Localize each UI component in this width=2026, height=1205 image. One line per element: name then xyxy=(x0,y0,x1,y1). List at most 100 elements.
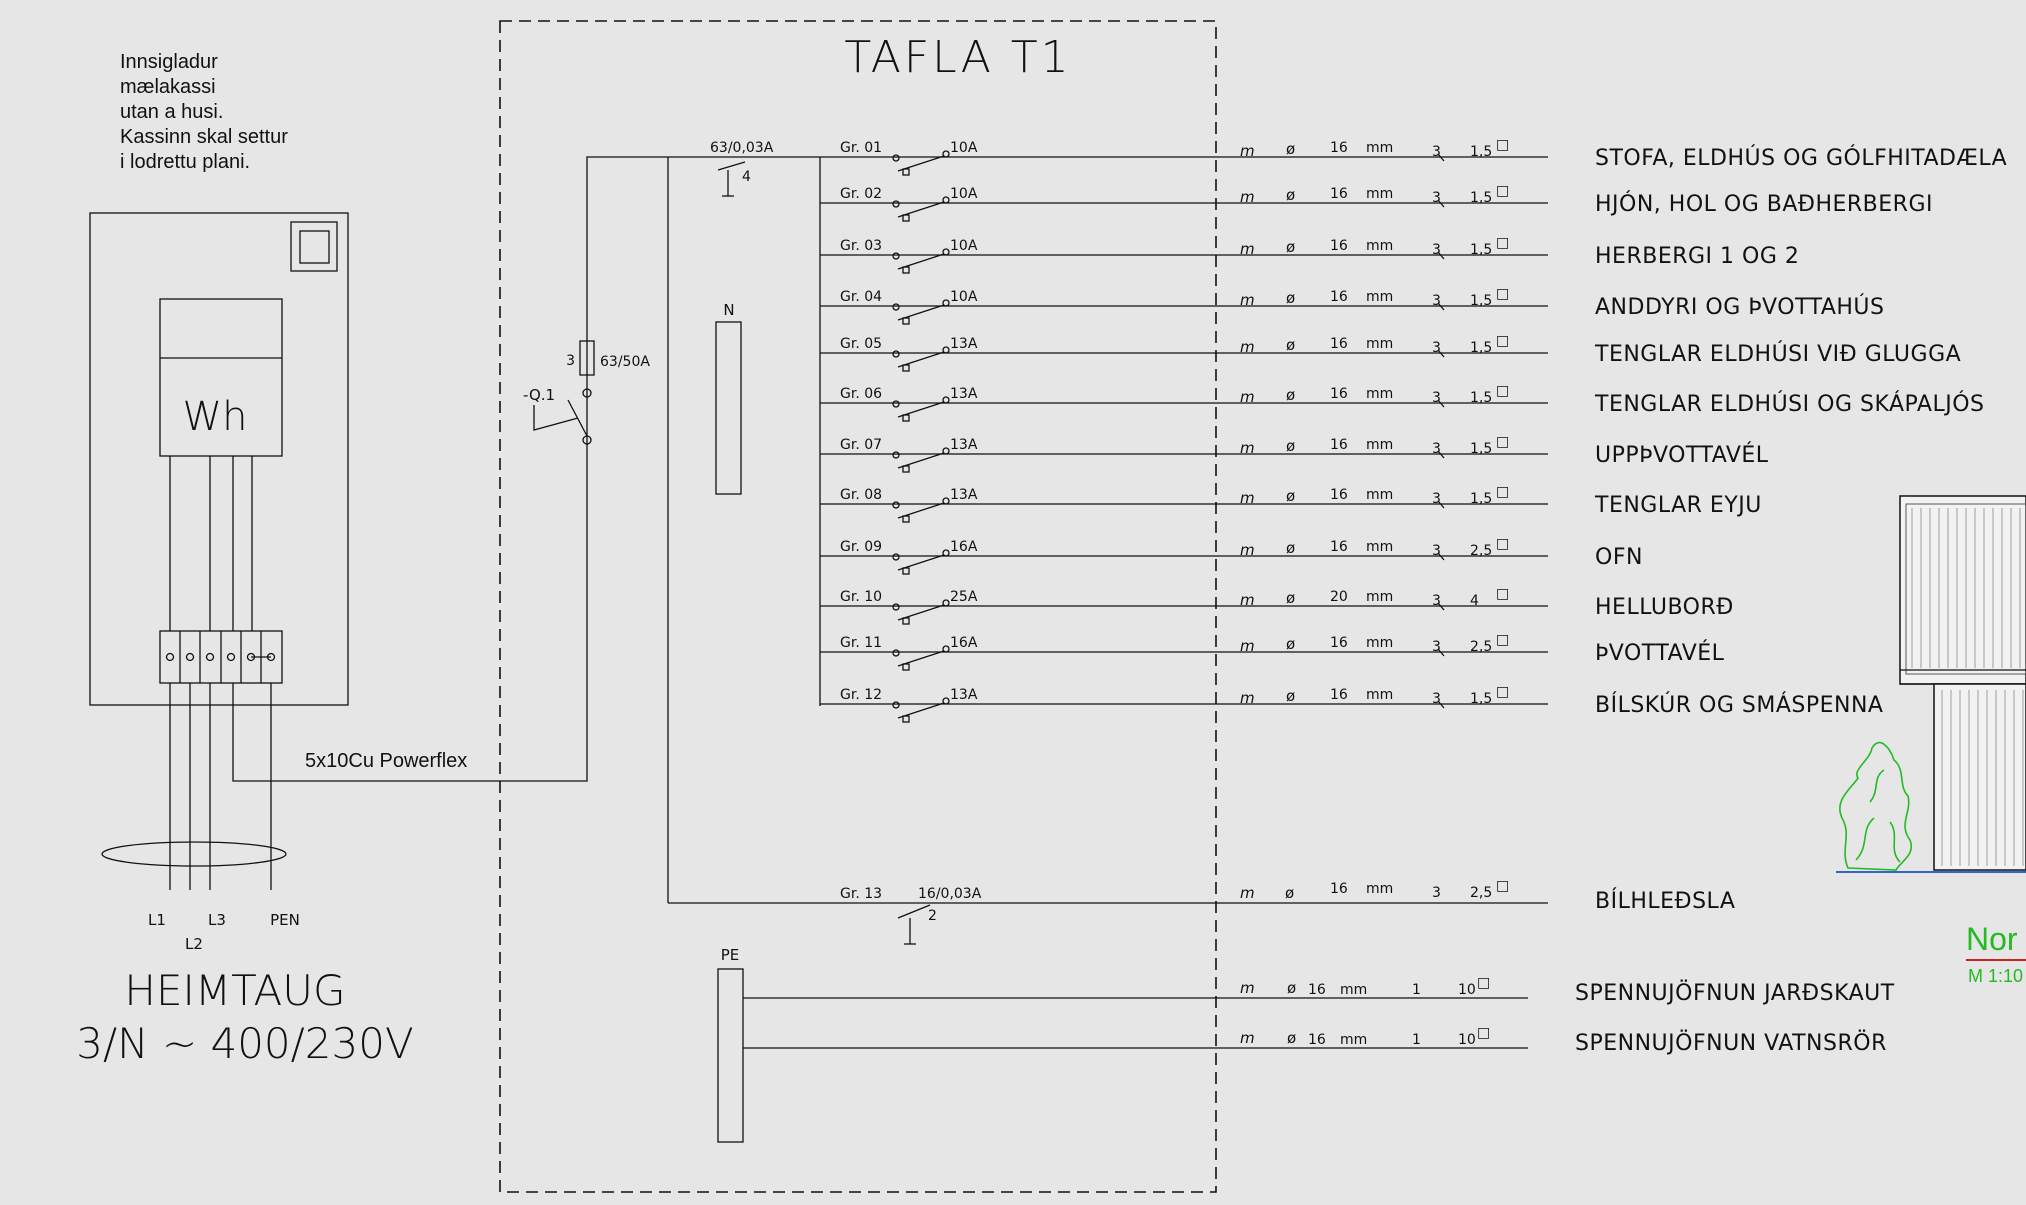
cable-cores: 3 xyxy=(1432,390,1441,406)
breaker-contact-in xyxy=(892,303,900,311)
cable-unit: mm xyxy=(1366,238,1393,254)
breaker-trip xyxy=(902,414,910,422)
cable-sq: □ xyxy=(1496,434,1509,450)
cores-tick xyxy=(1437,153,1445,162)
circuit-group: Gr. 04 xyxy=(840,289,882,305)
breaker-rating: 13A xyxy=(950,687,978,703)
cable-cross: 1,5 xyxy=(1470,691,1492,707)
car-group: Gr. 13 xyxy=(840,886,882,902)
breaker-trip xyxy=(902,567,910,575)
cable-conduit: ø xyxy=(1286,238,1295,256)
circuit-description: ÞVOTTAVÉL xyxy=(1595,640,1725,666)
equi-1-install: m xyxy=(1240,979,1255,997)
equi-2-cross: 10 xyxy=(1458,1032,1476,1048)
cable-cross: 1,5 xyxy=(1470,293,1492,309)
main-fuse xyxy=(579,340,595,376)
meter-note-line-3: utan a husi. xyxy=(120,101,223,123)
equi-2-sq: □ xyxy=(1477,1025,1490,1041)
breaker-rating: 13A xyxy=(950,487,978,503)
cable-cross: 1,5 xyxy=(1470,491,1492,507)
breaker-trip xyxy=(902,465,910,473)
cable-install: m xyxy=(1240,591,1255,609)
cable-size: 16 xyxy=(1330,238,1348,254)
phase-label-pen: PEN xyxy=(270,911,300,929)
cable-cores: 3 xyxy=(1432,593,1441,609)
circuit-group: Gr. 01 xyxy=(840,140,882,156)
circuit-group: Gr. 11 xyxy=(840,635,882,651)
cable-bundle-ring xyxy=(101,841,287,867)
main-fuse-poles: 3 xyxy=(566,353,575,369)
circuit-group: Gr. 06 xyxy=(840,386,882,402)
breaker-contact-in xyxy=(892,501,900,509)
breaker-contact-out xyxy=(942,150,950,158)
cores-tick xyxy=(1437,648,1445,657)
meter-box-seal-outer xyxy=(290,221,338,272)
cores-tick xyxy=(1437,399,1445,408)
cable-install: m xyxy=(1240,489,1255,507)
breaker-contact-in xyxy=(892,701,900,709)
cable-install: m xyxy=(1240,338,1255,356)
circuit-description: STOFA, ELDHÚS OG GÓLFHITADÆLA xyxy=(1595,145,2007,171)
equi-2-conduit: ø xyxy=(1287,1029,1296,1047)
cable-size: 20 xyxy=(1330,589,1348,605)
cable-install: m xyxy=(1240,637,1255,655)
cable-size: 16 xyxy=(1330,289,1348,305)
cable-install: m xyxy=(1240,240,1255,258)
breaker-contact-out xyxy=(942,248,950,256)
breaker-rating: 10A xyxy=(950,140,978,156)
breaker-trip xyxy=(902,364,910,372)
meter-note-line-1: Innsigladur xyxy=(120,51,218,73)
car-conduit: ø xyxy=(1285,884,1294,902)
circuit-group: Gr. 05 xyxy=(840,336,882,352)
breaker-trip xyxy=(902,715,910,723)
circuit-group: Gr. 03 xyxy=(840,238,882,254)
car-rcd-contact xyxy=(897,904,931,919)
breaker-contact-out xyxy=(942,196,950,204)
circuit-group: Gr. 09 xyxy=(840,539,882,555)
cable-cross: 2,5 xyxy=(1470,543,1492,559)
breaker-rating: 13A xyxy=(950,386,978,402)
breaker-rating: 16A xyxy=(950,635,978,651)
phase-label-l3: L3 xyxy=(208,911,226,929)
cable-label: 5x10Cu Powerflex xyxy=(305,750,467,772)
elevation-upper-wall xyxy=(1899,495,2026,685)
cable-conduit: ø xyxy=(1286,186,1295,204)
cable-conduit: ø xyxy=(1286,289,1295,307)
circuit-description: TENGLAR EYJU xyxy=(1594,493,1762,518)
breaker-rating: 16A xyxy=(950,539,978,555)
breaker-contact-out xyxy=(942,346,950,354)
rcd-main-poles: 4 xyxy=(742,169,751,185)
elevation-cladding-lower xyxy=(1941,690,2024,866)
cable-sq: □ xyxy=(1496,333,1509,349)
breaker-contact-out xyxy=(942,697,950,705)
breaker-contact-in xyxy=(892,350,900,358)
circuit-description: TENGLAR ELDHÚSI VIÐ GLUGGA xyxy=(1594,341,1961,367)
cable-sq: □ xyxy=(1496,137,1509,153)
cable-install: m xyxy=(1240,439,1255,457)
rcd-main-rating: 63/0,03A xyxy=(710,140,774,156)
energy-meter-label: Wh xyxy=(183,394,248,440)
breaker-contact-out xyxy=(942,645,950,653)
equi-1-desc: SPENNUJÖFNUN JARÐSKAUT xyxy=(1575,980,1895,1006)
breaker-rating: 13A xyxy=(950,336,978,352)
cable-sq: □ xyxy=(1496,536,1509,552)
cores-tick xyxy=(1437,700,1445,709)
car-cross: 2,5 xyxy=(1470,885,1492,901)
equipotential-rows: m ø 16 mm 1 10 □ SPENNUJÖFNUN JARÐSKAUT … xyxy=(743,975,1895,1056)
equi-2-desc: SPENNUJÖFNUN VATNSRÖR xyxy=(1575,1030,1887,1056)
cable-cross: 1,5 xyxy=(1470,340,1492,356)
powerflex-feed xyxy=(232,388,588,782)
tree-icon xyxy=(1839,741,1913,871)
cable-cores: 3 xyxy=(1432,543,1441,559)
cable-cores: 3 xyxy=(1432,293,1441,309)
terminal-screw-2 xyxy=(185,652,195,662)
cable-sq: □ xyxy=(1496,183,1509,199)
cable-unit: mm xyxy=(1366,487,1393,503)
breaker-rating: 10A xyxy=(950,186,978,202)
car-size: 16 xyxy=(1330,881,1348,897)
